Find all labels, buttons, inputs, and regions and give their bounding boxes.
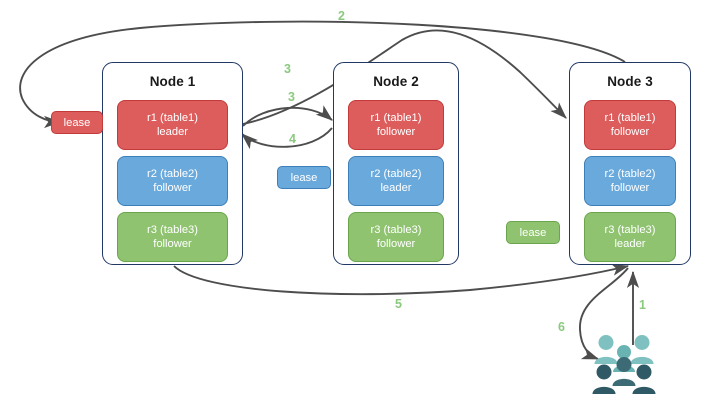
edge-4 [241,127,333,150]
range-role: leader [156,126,189,138]
range-r3-node2[interactable]: r3 (table3) follower [348,212,444,262]
range-r2-node3[interactable]: r2 (table2) follower [584,156,676,206]
edge-3-to-node3 [242,29,567,125]
range-name: r2 (table2) [370,168,422,180]
range-r1-node3[interactable]: r1 (table1) follower [584,100,676,150]
range-role: leader [614,238,646,250]
people-icon [592,335,656,394]
range-role: follower [153,238,192,250]
range-role: follower [610,126,650,138]
node-card-2[interactable]: Node 2 r1 (table1) follower r2 (table2) … [333,62,459,265]
range-r3-node1[interactable]: r3 (table3) follower [117,212,228,262]
edge-5 [173,263,630,296]
range-r3-node3[interactable]: r3 (table3) leader [584,212,676,262]
range-r2-node1[interactable]: r2 (table2) follower [117,156,228,206]
step-label-4: 4 [289,132,296,146]
node-card-1[interactable]: Node 1 r1 (table1) leader r2 (table2) fo… [102,62,243,265]
edge-6 [579,267,629,360]
step-label-2: 2 [338,9,345,23]
range-r1-node2[interactable]: r1 (table1) follower [348,100,444,150]
lease-badge-r1: lease [51,111,103,134]
range-name: r1 (table1) [147,112,198,124]
range-name: r2 (table2) [604,168,656,180]
range-name: r3 (table3) [604,224,656,236]
range-r1-node1[interactable]: r1 (table1) leader [117,100,228,150]
range-name: r1 (table1) [370,112,422,124]
lease-badge-r3: lease [506,221,560,244]
node-card-3[interactable]: Node 3 r1 (table1) follower r2 (table2) … [569,62,691,265]
range-name: r3 (table3) [370,224,422,236]
range-name: r2 (table2) [147,168,198,180]
edge-3-to-node2 [242,105,333,127]
edge-2 [19,20,626,129]
range-name: r1 (table1) [604,112,656,124]
step-label-3b: 3 [288,90,295,104]
range-name: r3 (table3) [147,224,198,236]
range-role: follower [376,238,416,250]
step-label-5: 5 [395,297,402,311]
node-title-2: Node 2 [373,74,419,89]
range-role: follower [610,182,650,194]
step-label-6: 6 [558,320,565,334]
node-title-3: Node 3 [607,74,653,89]
range-role: follower [376,126,416,138]
step-label-1: 1 [639,298,646,312]
node-title-1: Node 1 [149,74,196,89]
range-r2-node2[interactable]: r2 (table2) leader [348,156,444,206]
step-label-3a: 3 [284,62,291,76]
lease-badge-r2: lease [277,166,331,189]
range-role: leader [380,182,412,194]
range-role: follower [153,182,192,194]
